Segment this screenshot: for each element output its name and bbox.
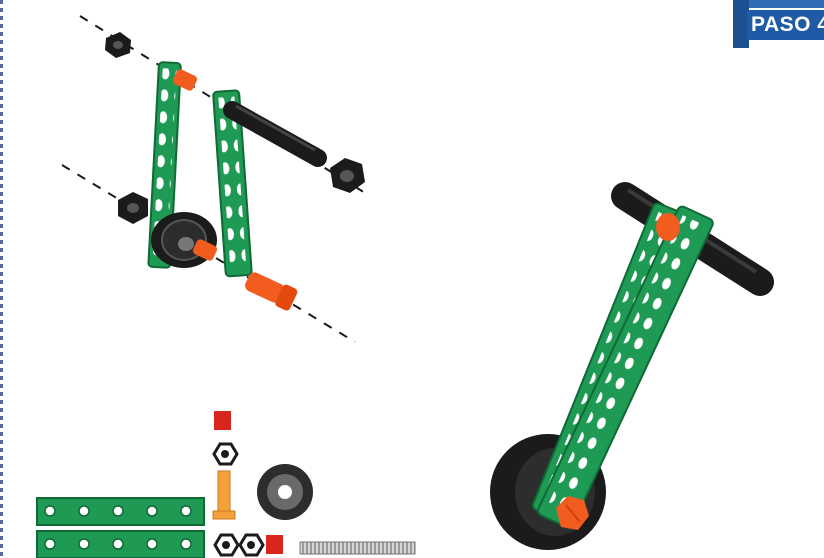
hex-nut-icon [213, 533, 240, 557]
hex-nut-icon [212, 442, 239, 466]
step-label: PASO 4 [747, 10, 824, 40]
badge-dark-block [733, 0, 749, 48]
orange-screw-icon [212, 470, 236, 520]
short-beam-icon [36, 497, 205, 526]
exploded-view [105, 32, 365, 311]
short-beam-icon [36, 530, 205, 558]
orange-bolt-icon [172, 69, 198, 91]
assembled-bolt-head [556, 496, 589, 530]
threaded-axle [223, 101, 327, 167]
front-beam [212, 89, 253, 278]
lower-guide-line [61, 164, 356, 343]
assembled-top-spacer [656, 213, 680, 241]
orange-spacer [192, 239, 218, 261]
step-badge: PASO 4 [733, 0, 824, 48]
red-marker-icon [266, 535, 283, 554]
hex-nut-icon [118, 192, 148, 224]
hex-nut-icon [105, 32, 131, 58]
assembled-front-beam [536, 205, 714, 529]
red-marker-icon [214, 411, 231, 430]
hex-nut-icon [330, 158, 365, 193]
orange-bolt [245, 272, 298, 311]
badge-top-strip [749, 0, 824, 8]
parts-inventory [36, 411, 416, 558]
wheel-icon [257, 464, 313, 520]
assembly-guide-lines [61, 15, 371, 343]
page-edge-dashes [0, 0, 3, 558]
assembled-view [490, 182, 774, 550]
threaded-axle-icon [299, 541, 416, 555]
hex-nut-icon [238, 533, 265, 557]
